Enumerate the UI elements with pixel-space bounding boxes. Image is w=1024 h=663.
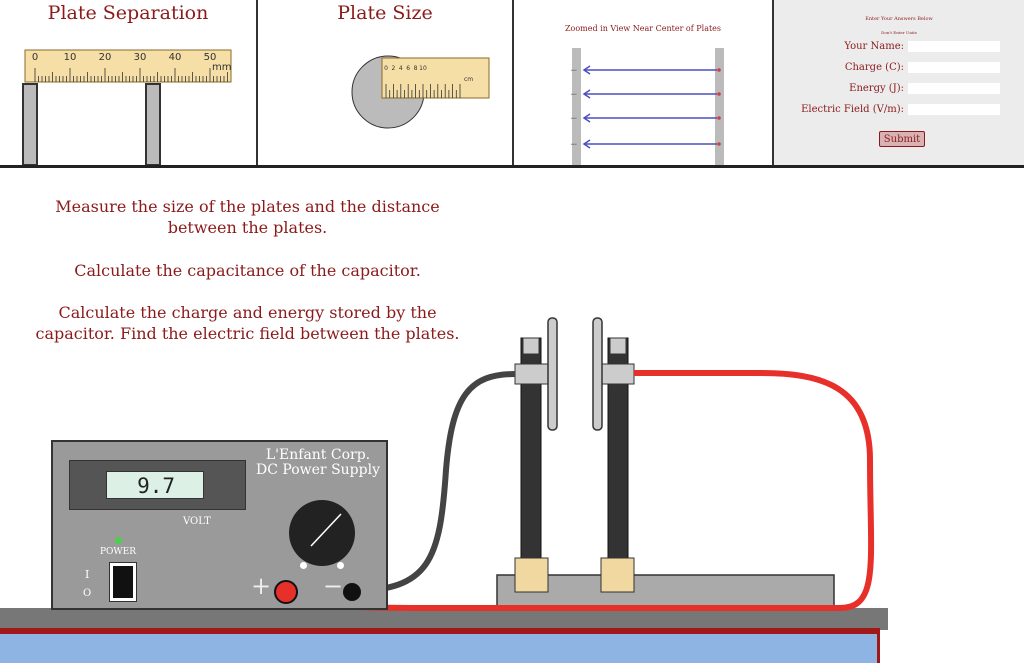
size-ruler-tick-label: 0 [384,65,388,72]
plate-size-title: Plate Size [337,2,433,24]
left-plate [547,317,558,431]
size-ruler-tick-label: 4 [398,65,403,72]
terminals [274,580,361,604]
size-ruler-tick-label: 2 [391,65,396,72]
name-input[interactable] [908,40,1000,52]
plus-charge-icon [717,68,721,72]
voltage-knob[interactable] [289,500,355,569]
separation-ruler-tick-label: 10 [63,52,77,63]
submit-button[interactable]: Submit [879,131,925,147]
electric-field-input[interactable] [908,103,1000,115]
plus-charge-icon [717,142,721,146]
answers-panel: Enter Your Answers Below Don't Enter Uni… [774,0,1024,165]
switch-off-label: O [83,588,92,599]
bench-top [0,608,888,630]
negative-wire [349,371,516,594]
separation-ruler-illustration [22,49,232,165]
size-ruler-tick-label: 6 [406,65,411,72]
positive-terminal-icon [274,580,298,604]
negative-terminal-icon [343,583,361,601]
field-arrow-icon [582,89,591,99]
energy-label: Energy (J): [849,82,904,94]
separation-ruler-tick-label: 0 [31,52,39,63]
size-ruler-unit: cm [464,76,474,83]
power-switch[interactable] [109,562,137,602]
minus-charge-icon: − [570,140,578,150]
field-arrow-icon [582,113,591,123]
volt-label: VOLT [183,516,211,527]
plate-separation-title: Plate Separation [47,2,209,24]
field-arrow-icon [582,139,591,149]
dc-power-supply: 9.7 L'Enfant Corp. DC Power Supply VOLT … [51,440,388,610]
answers-subheading: Don't Enter Units [881,30,917,35]
display-housing: 9.7 [69,460,246,510]
separation-ruler-unit: mm [212,62,232,73]
separation-ruler-tick-label: 50 [203,52,217,63]
voltage-display: 9.7 [106,471,204,499]
negative-terminal-label: − [323,572,344,600]
charge-field-row: Charge (C): [845,61,1000,73]
electric-field-label: Electric Field (V/m): [801,103,904,115]
zoomed-view-title: Zoomed in View Near Center of Plates [564,24,722,33]
brand-line-2: DC Power Supply [256,462,380,478]
instruction-capacitance: Calculate the capacitance of the capacit… [74,261,421,280]
energy-input[interactable] [908,82,1000,94]
instruction-measure: Measure the size of the plates and the d… [55,197,440,237]
instruction-charge-energy: Calculate the charge and energy stored b… [35,303,460,343]
power-label: POWER [100,547,137,557]
right-plate [592,317,603,431]
field-lines-illustration: − − − − [570,48,724,165]
power-led-icon [115,537,122,544]
plus-charge-icon [717,92,721,96]
minus-charge-icon: − [570,66,578,76]
electric-field-row: Electric Field (V/m): [801,103,1000,115]
field-arrow-icon [582,65,591,75]
answers-heading: Enter Your Answers Below [865,16,933,22]
bench-edge [0,628,880,634]
separation-ruler-tick-label: 20 [98,52,112,63]
name-label: Your Name: [844,40,904,52]
minus-charge-icon: − [570,90,578,100]
size-ruler-tick-label: 10 [419,65,427,72]
plus-charge-icon [717,116,721,120]
plate-size-illustration [351,55,490,129]
positive-terminal-label: + [251,572,272,600]
zoomed-view-panel: Zoomed in View Near Center of Plates −−−… [514,0,774,165]
knob-indicator-icon [310,513,342,547]
switch-on-label: I [85,568,90,581]
minus-charge-icon: − [570,114,578,124]
panel-divider [0,165,1024,168]
brand-label: L'Enfant Corp. DC Power Supply [253,448,383,478]
brand-line-1: L'Enfant Corp. [265,447,371,463]
size-ruler-tick-label: 8 [413,65,418,72]
separation-ruler-tick-label: 40 [168,52,182,63]
floor [0,634,877,663]
charge-label: Charge (C): [844,61,904,73]
energy-field-row: Energy (J): [849,82,1000,94]
separation-ruler-tick-label: 30 [133,52,147,63]
name-field-row: Your Name: [844,40,1000,52]
charge-input[interactable] [908,61,1000,73]
